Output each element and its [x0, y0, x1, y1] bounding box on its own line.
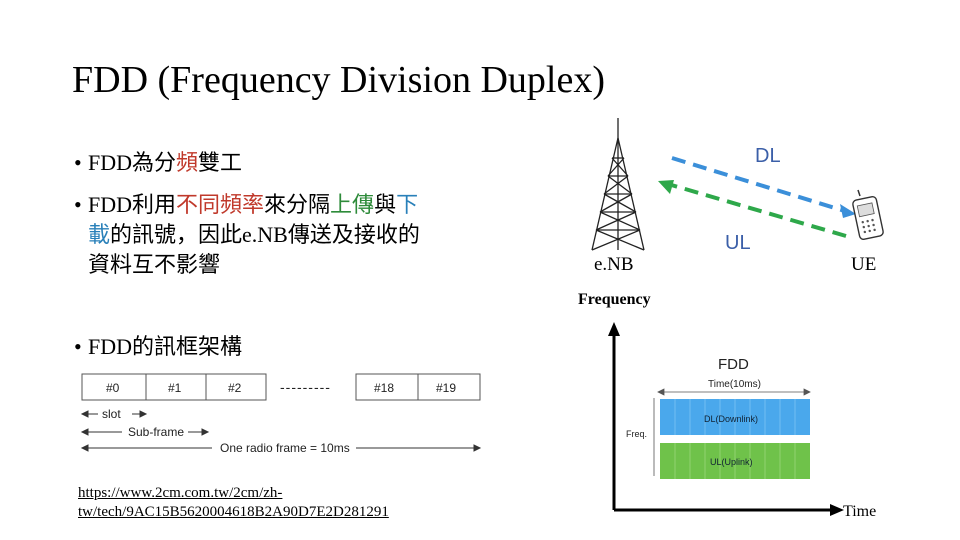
- slot-ellipsis: ---------: [280, 379, 331, 395]
- source-link[interactable]: https://www.2cm.com.tw/2cm/zh- tw/tech/9…: [78, 484, 389, 522]
- bullet-fdd-definition: •FDD為分頻雙工: [74, 150, 243, 175]
- slot-box: [205, 373, 267, 401]
- subframe-span-arrow: [80, 428, 210, 436]
- fdd-chart-title: FDD: [718, 356, 749, 373]
- phone-icon: [852, 189, 884, 241]
- bullet-fdd-usage: •FDD利用不同頻率來分隔上傳與下 載的訊號，因此e.NB傳送及接收的 資料互不…: [74, 192, 420, 277]
- downlink-band-grid: [674, 399, 796, 435]
- subframe-caption: Sub-frame: [128, 425, 184, 439]
- slot-span-arrow: [80, 410, 148, 418]
- ue-label: UE: [851, 254, 876, 275]
- dl-label: DL: [755, 145, 781, 167]
- radio-frame-caption: One radio frame = 10ms: [220, 441, 350, 455]
- slot-label: #0: [106, 381, 120, 395]
- source-link-line-2[interactable]: tw/tech/9AC15B5620004618B2A90D7E2D281291: [78, 504, 389, 520]
- uplink-arrow: [658, 180, 847, 238]
- radio-frame-span-arrow: [80, 444, 482, 452]
- slot-label: #1: [168, 381, 182, 395]
- frequency-axis-label: Frequency: [578, 291, 651, 308]
- slot-label: #19: [436, 381, 456, 395]
- frequency-axis-arrowhead: [608, 322, 620, 336]
- time-axis-label: Time: [843, 503, 877, 520]
- slot-label: #18: [374, 381, 394, 395]
- cell-tower-icon: [591, 118, 645, 251]
- freq-caption: Freq.: [626, 429, 647, 439]
- slot-box: [417, 373, 481, 401]
- uplink-band-grid: [674, 443, 796, 479]
- slot-caption: slot: [102, 407, 121, 421]
- fdd-frequency-time-chart: FDD Time(10ms) Freq. DL(Downlink) UL(Upl…: [608, 322, 844, 516]
- enb-label: e.NB: [594, 254, 634, 275]
- ul-label: UL: [725, 232, 751, 254]
- enb-ue-diagram: DL UL e.NB UE: [591, 118, 884, 275]
- slide-title: FDD (Frequency Division Duplex): [72, 59, 605, 101]
- downlink-arrow: [671, 156, 856, 218]
- time-span-arrow: [657, 388, 811, 396]
- frame-structure-diagram: #0 #1 #2 --------- #18 #19 slot Sub-fram…: [80, 373, 482, 455]
- time-caption: Time(10ms): [708, 379, 761, 390]
- uplink-band-label: UL(Uplink): [710, 457, 753, 467]
- downlink-band-label: DL(Downlink): [704, 414, 758, 424]
- time-axis-arrowhead: [830, 504, 844, 516]
- slot-label: #2: [228, 381, 242, 395]
- bullet-frame-structure: •FDD的訊框架構: [74, 334, 243, 359]
- source-link-line-1[interactable]: https://www.2cm.com.tw/2cm/zh-: [78, 485, 283, 501]
